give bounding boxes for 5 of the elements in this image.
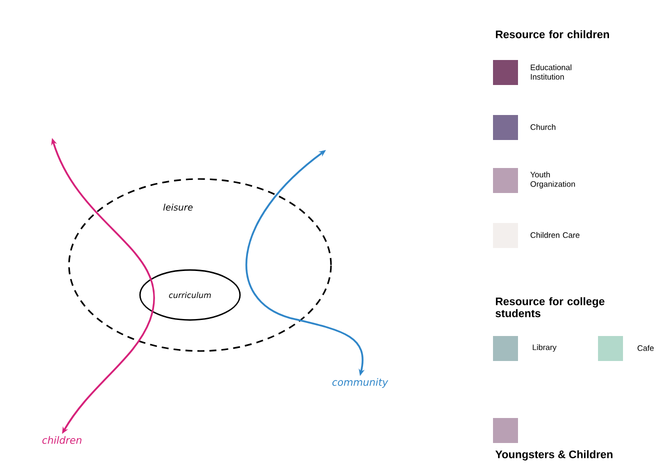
legend-heading: Resource for college students bbox=[496, 297, 604, 318]
legend-heading: Youngsters & Children bbox=[495, 450, 612, 460]
handwritten-label: children bbox=[42, 436, 82, 444]
legend-heading: Resource for children bbox=[496, 30, 609, 38]
handwritten-label: community bbox=[332, 378, 388, 388]
